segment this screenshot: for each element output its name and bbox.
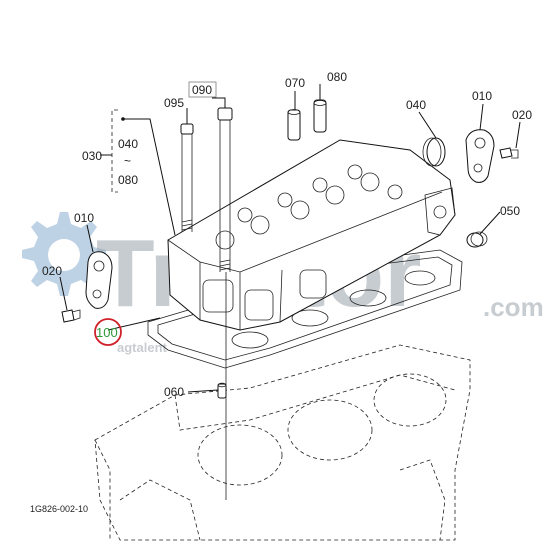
range-from: 040 bbox=[118, 137, 138, 151]
range-to: 080 bbox=[118, 173, 138, 187]
diagram-code: 1G826-002-10 bbox=[30, 504, 88, 514]
watermark-sub: agtalent bbox=[117, 340, 168, 355]
head-bolt-095 bbox=[180, 123, 194, 232]
bolt-020-right bbox=[499, 147, 519, 159]
sleeve-070 bbox=[287, 109, 301, 141]
callout-080: 080 bbox=[327, 70, 347, 84]
watermark-suffix: .com bbox=[483, 292, 544, 322]
head-bolt-090 bbox=[217, 107, 233, 272]
hook-010-left bbox=[85, 251, 113, 309]
callout-090: 090 bbox=[192, 83, 212, 97]
sleeve-080 bbox=[313, 99, 327, 133]
callout-070: 070 bbox=[285, 76, 305, 90]
dowel-pin-060 bbox=[217, 382, 227, 399]
cylinder-head bbox=[167, 139, 456, 331]
callout-060: 060 bbox=[164, 385, 184, 399]
highlight-ring bbox=[94, 318, 122, 346]
cylinder-block bbox=[94, 344, 471, 541]
callout-095: 095 bbox=[164, 96, 184, 110]
hook-010-right bbox=[465, 129, 495, 183]
range-bracket: 040 ~ 080 bbox=[100, 109, 138, 193]
plug-050 bbox=[466, 231, 488, 248]
callout-020-right: 020 bbox=[512, 108, 532, 122]
leader-lines bbox=[59, 84, 521, 393]
callout-100: 100 bbox=[96, 325, 118, 340]
callout-050: 050 bbox=[500, 204, 520, 218]
callout-090-box bbox=[188, 81, 217, 98]
callout-030: 030 bbox=[82, 149, 102, 163]
callout-020-left: 020 bbox=[42, 264, 62, 278]
callout-040-right: 040 bbox=[406, 98, 426, 112]
range-tilde: ~ bbox=[124, 154, 131, 168]
bolt-020-left bbox=[61, 309, 81, 323]
callouts: 095 090 070 080 040 010 020 050 030 010 … bbox=[42, 70, 532, 399]
callout-010-left: 010 bbox=[74, 211, 94, 225]
gear-icon bbox=[22, 212, 106, 296]
callout-010-right: 010 bbox=[472, 89, 492, 103]
